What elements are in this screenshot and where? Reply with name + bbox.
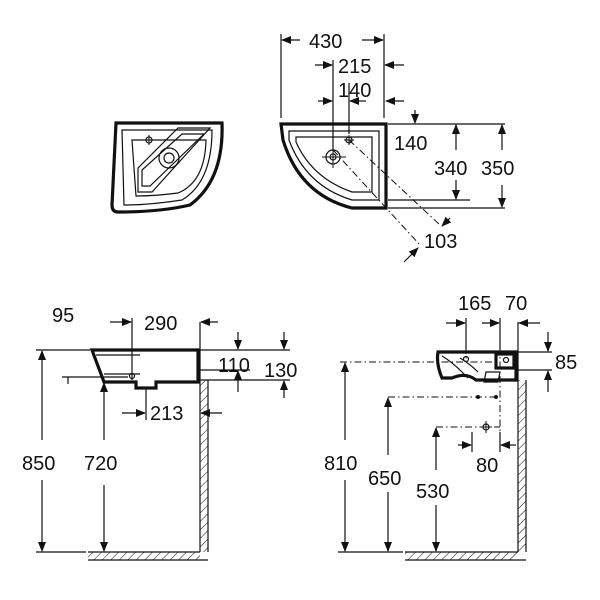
dim-720: 720 (84, 453, 117, 475)
dim-140-right: 140 (394, 133, 427, 155)
dim-530: 530 (416, 481, 449, 503)
dim-340: 340 (434, 158, 467, 180)
dim-650: 650 (368, 468, 401, 490)
dim-350: 350 (481, 158, 514, 180)
dim-430: 430 (309, 31, 342, 53)
dim-80: 80 (476, 455, 498, 477)
dim-850: 850 (22, 453, 55, 475)
dim-103: 103 (424, 231, 457, 253)
dim-110: 110 (218, 355, 250, 377)
side-view (338, 318, 552, 561)
front-view (36, 318, 290, 561)
dim-85: 85 (555, 352, 577, 374)
dim-215: 215 (338, 56, 371, 78)
dim-213: 213 (150, 403, 183, 425)
dim-140-top: 140 (338, 80, 371, 102)
top-view-right (279, 34, 506, 263)
dim-130: 130 (264, 360, 297, 382)
top-view-left (110, 121, 224, 214)
dim-290: 290 (144, 313, 177, 335)
dim-810: 810 (324, 453, 357, 475)
dim-165: 165 (458, 293, 491, 315)
dim-95: 95 (52, 305, 74, 327)
dimension-labels: 430 215 140 140 340 350 103 95 290 110 1… (22, 31, 577, 503)
dim-70: 70 (505, 293, 527, 315)
